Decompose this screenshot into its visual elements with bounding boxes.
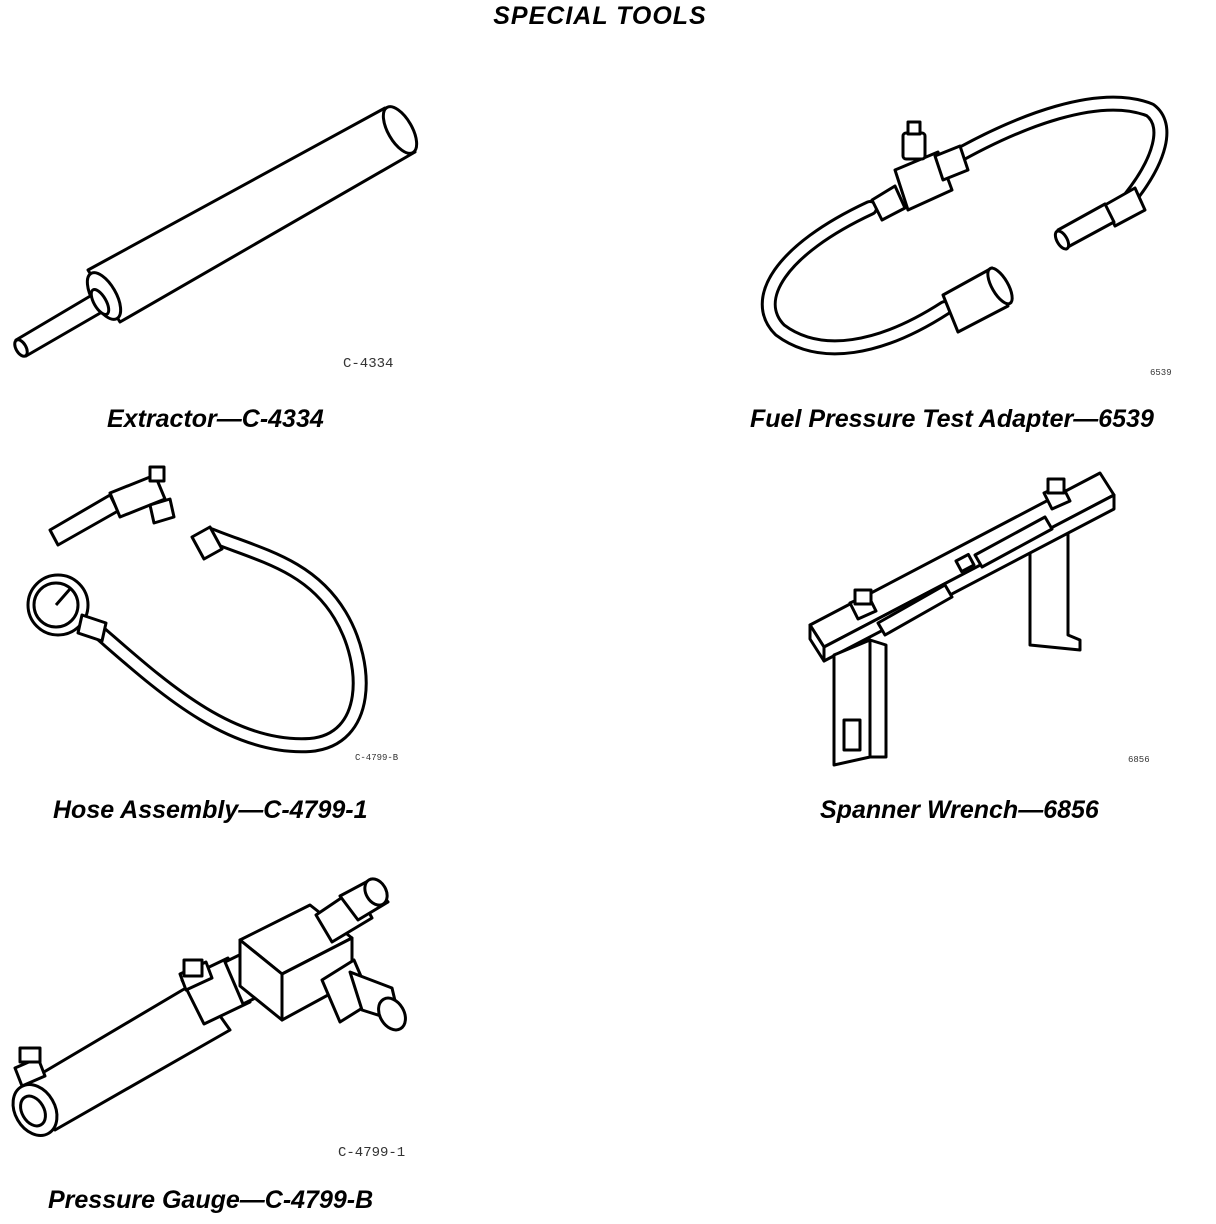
figure-code: C-4334 bbox=[343, 356, 394, 372]
tool-caption-hose-assembly: Hose Assembly—C-4799-1 bbox=[53, 796, 368, 824]
figure-code: C-4799-1 bbox=[338, 1145, 406, 1161]
tool-extractor: C-4334 bbox=[0, 90, 430, 390]
pressure-gauge-illustration bbox=[11, 877, 407, 1137]
figure-code: 6856 bbox=[1128, 755, 1150, 765]
tool-pressure-gauge: C-4799-1 bbox=[0, 877, 420, 1170]
tool-caption-fuel-pressure-test-adapter: Fuel Pressure Test Adapter—6539 bbox=[750, 405, 1154, 433]
tool-fuel-pressure-test-adapter: 6539 bbox=[760, 90, 1200, 390]
extractor-illustration bbox=[13, 105, 419, 358]
tool-spanner-wrench: 6856 bbox=[800, 465, 1200, 775]
tool-caption-pressure-gauge: Pressure Gauge—C-4799-B bbox=[48, 1186, 374, 1214]
figure-code: 6539 bbox=[1150, 368, 1172, 378]
tool-hose-assembly: C-4799-B bbox=[10, 465, 410, 775]
figure-code: C-4799-B bbox=[355, 753, 399, 763]
spanner-wrench-illustration bbox=[808, 471, 1116, 767]
page-title: SPECIAL TOOLS bbox=[493, 2, 707, 30]
hose-assembly-illustration bbox=[26, 465, 368, 754]
tool-caption-spanner-wrench: Spanner Wrench—6856 bbox=[820, 796, 1099, 824]
tool-caption-extractor: Extractor—C-4334 bbox=[107, 405, 324, 433]
fuel-pressure-test-adapter-illustration bbox=[760, 95, 1169, 356]
